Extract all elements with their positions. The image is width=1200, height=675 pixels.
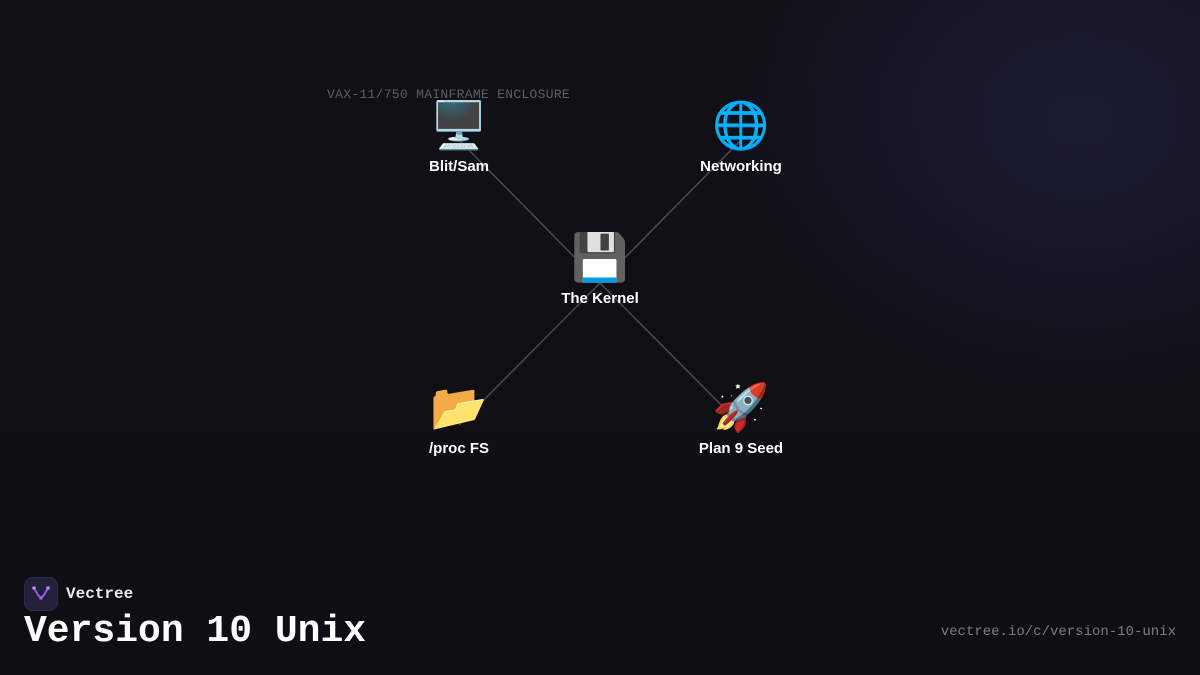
node-label: /proc FS — [428, 440, 489, 457]
floppy-disk-icon: 💾 — [571, 230, 629, 284]
page-title: Version 10 Unix — [24, 610, 367, 653]
rocket-icon: 🚀 — [712, 380, 770, 434]
node-networking[interactable]: 🌐 Networking — [661, 96, 821, 175]
globe-icon: 🌐 — [712, 98, 770, 152]
node-the-kernel[interactable]: 💾 The Kernel — [520, 228, 680, 307]
node-label: Networking — [700, 158, 782, 175]
page-url[interactable]: vectree.io/c/version-10-unix — [940, 624, 1176, 640]
node-plan-9-seed[interactable]: 🚀 Plan 9 Seed — [661, 378, 821, 457]
open-folder-icon: 📂 — [430, 380, 488, 434]
vectree-logo-icon — [24, 577, 58, 611]
node-label: The Kernel — [561, 290, 639, 307]
brand-name: Vectree — [66, 585, 134, 603]
node-label: Plan 9 Seed — [698, 440, 784, 457]
edge-kernel-plan9 — [599, 282, 742, 426]
edge-kernel-networking — [599, 139, 742, 284]
edge-kernel-proc — [458, 282, 601, 426]
node-proc-fs[interactable]: 📂 /proc FS — [379, 378, 539, 457]
desktop-computer-icon: 🖥️ — [430, 98, 488, 152]
node-label: Blit/Sam — [428, 158, 489, 175]
edge-kernel-blit — [458, 139, 601, 284]
node-blit-sam[interactable]: 🖥️ Blit/Sam — [379, 96, 539, 175]
enclosure-label: VAX-11/750 MAINFRAME ENCLOSURE — [327, 87, 571, 102]
brand[interactable]: Vectree — [24, 577, 133, 611]
